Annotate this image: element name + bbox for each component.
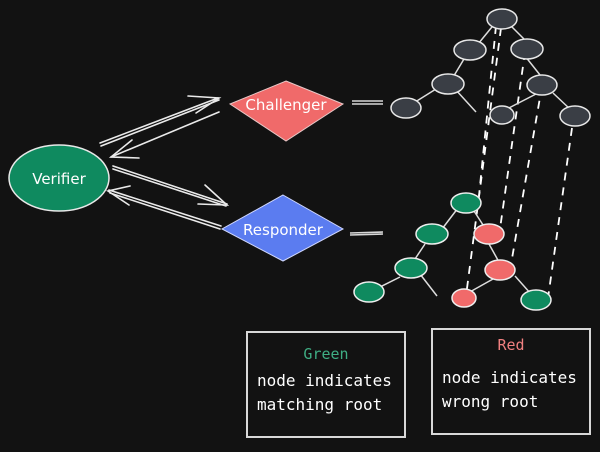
responder-tree-connector [349,231,384,234]
legend-green-line-2: matching root [257,395,383,414]
legend-red-line-1: node indicates [442,368,577,387]
responder-label: Responder [243,221,324,239]
challenger-tree-node [510,38,544,60]
challenger-tree [390,8,591,127]
responder-node[interactable]: Responder [220,194,345,262]
legend-green: Green node indicates matching root [246,331,406,438]
responder-tree-node-mismatch [451,288,477,308]
challenger-tree-node [526,74,558,96]
verifier-node[interactable]: Verifier [8,144,110,212]
legend-green-title: Green [303,345,349,363]
arrow-verifier-to-challenger [99,95,222,147]
legend-green-text: node indicates matching root [257,369,404,417]
responder-tree [353,192,552,311]
responder-tree-node-mismatch [484,259,516,281]
verifier-arrows [99,95,230,230]
challenger-tree-node [486,8,518,30]
responder-tree-node-match [415,223,449,245]
arrow-challenger-to-verifier [108,111,220,159]
legend-red-text: node indicates wrong root [442,366,589,414]
challenger-tree-node [453,39,487,61]
legend-red-line-2: wrong root [442,392,539,411]
responder-tree-node-match [520,289,552,311]
challenger-label: Challenger [245,96,327,114]
challenger-node[interactable]: Challenger [228,80,345,142]
challenger-tree-node [390,97,422,119]
challenger-tree-node [559,105,591,127]
responder-shape [220,194,345,262]
responder-tree-node-mismatch [473,223,505,245]
legend-green-line-1: node indicates [257,371,392,390]
dashed-correspondence-lines [465,25,573,299]
legend-red: Red node indicates wrong root [431,328,591,435]
responder-tree-node-match [450,192,482,214]
challenger-tree-node [431,73,465,95]
verifier-shape [8,144,110,212]
verifier-label: Verifier [32,170,86,188]
legend-red-title: Red [497,336,525,354]
arrow-verifier-to-responder [112,165,230,207]
tree-connectors [349,100,384,236]
challenger-shape [228,80,345,142]
arrow-responder-to-verifier [106,185,222,230]
responder-tree-node-match [394,257,428,279]
challenger-tree-node [489,105,515,125]
responder-tree-node-match [353,281,385,303]
